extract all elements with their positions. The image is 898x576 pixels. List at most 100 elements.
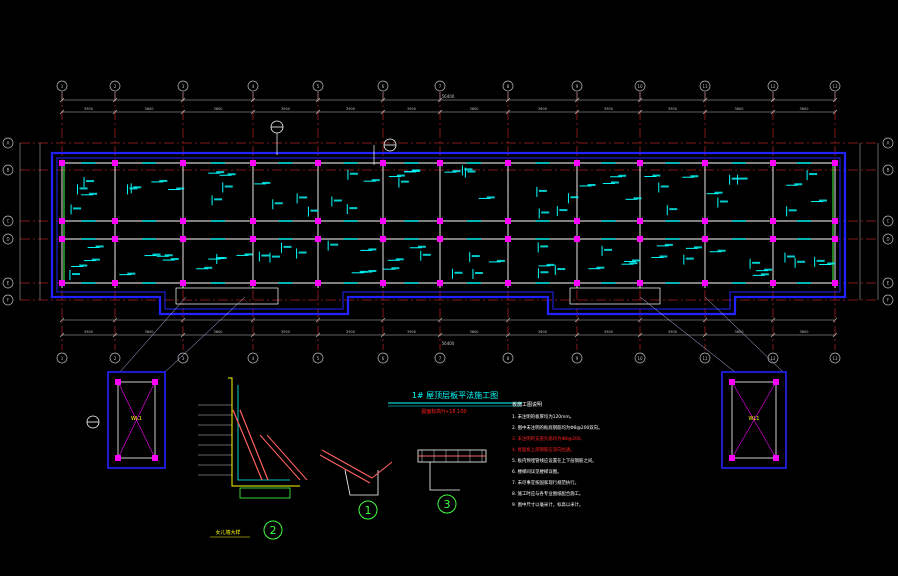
rebar-label xyxy=(333,199,342,202)
stair-bay xyxy=(569,287,661,305)
rebar-label xyxy=(368,269,377,272)
rebar-label xyxy=(788,209,797,212)
column xyxy=(250,236,256,242)
general-notes: 板施工图说明 1. 未注明的板厚均为120mm。2. 图中未注明的板底钢筋均为Φ… xyxy=(512,401,602,508)
rebar-label xyxy=(79,264,88,267)
slab-outline-inner xyxy=(56,157,841,310)
rebar-label xyxy=(596,266,605,269)
dimension-tick xyxy=(637,332,643,338)
stair-column xyxy=(152,455,158,461)
rebar-label xyxy=(224,185,233,188)
dimension-tick xyxy=(380,317,386,323)
rebar-label xyxy=(454,271,463,274)
grid-bubble-left xyxy=(2,277,14,289)
note-line: 7. 未尽事宜按国家现行规范执行。 xyxy=(512,479,579,486)
dimension-text-bottom: 3900 xyxy=(281,330,290,334)
dimension-tick xyxy=(574,109,580,115)
column xyxy=(112,236,118,242)
stair-diagonal xyxy=(731,381,777,459)
eave-outline xyxy=(344,469,379,496)
dimension-tick xyxy=(832,317,838,323)
dimension-tick xyxy=(437,332,443,338)
rebar-label xyxy=(669,208,678,211)
floor-plan: 3900390036003600360036003900390039003900… xyxy=(2,80,894,373)
detail-leader xyxy=(164,296,246,373)
rebar-label xyxy=(298,251,307,254)
grid-label-bottom: 11 xyxy=(702,356,708,361)
rebar-label xyxy=(752,261,761,264)
note-line: 1. 未注明的板厚均为120mm。 xyxy=(512,413,574,420)
grid-bubble-bottom xyxy=(377,352,389,364)
column xyxy=(250,280,256,286)
rebar-label xyxy=(164,254,173,257)
note-line: 6. 楼梯间详见楼梯详图。 xyxy=(512,468,562,475)
dimension-text-bottom: 3600 xyxy=(538,330,547,334)
dimension-tick xyxy=(112,317,118,323)
rebar-label xyxy=(170,258,179,261)
grid-label-bottom: 5 xyxy=(317,356,320,361)
column xyxy=(832,160,838,166)
column xyxy=(315,160,321,166)
grid-label-bottom: 9 xyxy=(576,356,579,361)
rebar-label xyxy=(400,180,409,183)
grid-bubble-right xyxy=(882,277,894,289)
column xyxy=(770,280,776,286)
column xyxy=(180,280,186,286)
grid-label-right: F xyxy=(887,298,890,303)
drawing-subtitle: 屋面标高H+18.100 xyxy=(421,408,466,415)
rebar-label xyxy=(464,168,473,171)
dimension-tick xyxy=(180,109,186,115)
column xyxy=(315,236,321,242)
dimension-text-bottom: 3900 xyxy=(407,330,416,334)
column xyxy=(574,160,580,166)
grid-label-top: 7 xyxy=(439,84,442,89)
slab-outline xyxy=(50,151,847,316)
dimension-tick xyxy=(437,317,443,323)
callout-1-circle xyxy=(358,500,378,520)
grid-bubble-top xyxy=(109,80,121,92)
column xyxy=(770,160,776,166)
dimension-total-bottom: 56400 xyxy=(442,341,455,346)
grid-label-right: C xyxy=(887,219,890,224)
rebar-label xyxy=(452,170,461,173)
grid-bubble-right xyxy=(882,215,894,227)
note-line: 3. 未注明的支座负筋均为Φ8@200。 xyxy=(512,435,585,442)
rebar-label xyxy=(786,255,795,258)
parapet-outline xyxy=(228,377,300,487)
grid-bubble-top xyxy=(247,80,259,92)
column xyxy=(59,236,65,242)
grid-label-top: 8 xyxy=(507,84,510,89)
rebar-label xyxy=(79,187,88,190)
column xyxy=(637,280,643,286)
column xyxy=(505,236,511,242)
rebar-label xyxy=(262,181,271,184)
rebar-label xyxy=(540,271,549,274)
grid-bubble-top xyxy=(312,80,324,92)
rebar-label xyxy=(371,179,380,182)
callout-3-circle xyxy=(437,494,457,514)
rebar-label xyxy=(719,200,728,203)
column xyxy=(380,160,386,166)
stair-column xyxy=(152,379,158,385)
rebar-label xyxy=(570,196,579,199)
grid-bubble-bottom xyxy=(571,352,583,364)
rebar-label xyxy=(176,187,185,190)
dimension-tick xyxy=(832,332,838,338)
rebar-label xyxy=(652,174,661,177)
column xyxy=(505,160,511,166)
rebar-label xyxy=(204,266,213,269)
grid-label-left: B xyxy=(7,168,10,173)
column xyxy=(702,236,708,242)
note-line: 4. 屋面板上部钢筋应双向拉通。 xyxy=(512,446,575,453)
eave-return xyxy=(371,461,393,479)
rebar-label xyxy=(546,263,555,266)
stair-detail-beam xyxy=(731,381,777,459)
rebar-label xyxy=(816,259,825,262)
grid-label-top: 3 xyxy=(182,84,185,89)
grid-bubble-right xyxy=(882,294,894,306)
stair-column xyxy=(115,379,121,385)
column xyxy=(180,160,186,166)
column xyxy=(574,218,580,224)
